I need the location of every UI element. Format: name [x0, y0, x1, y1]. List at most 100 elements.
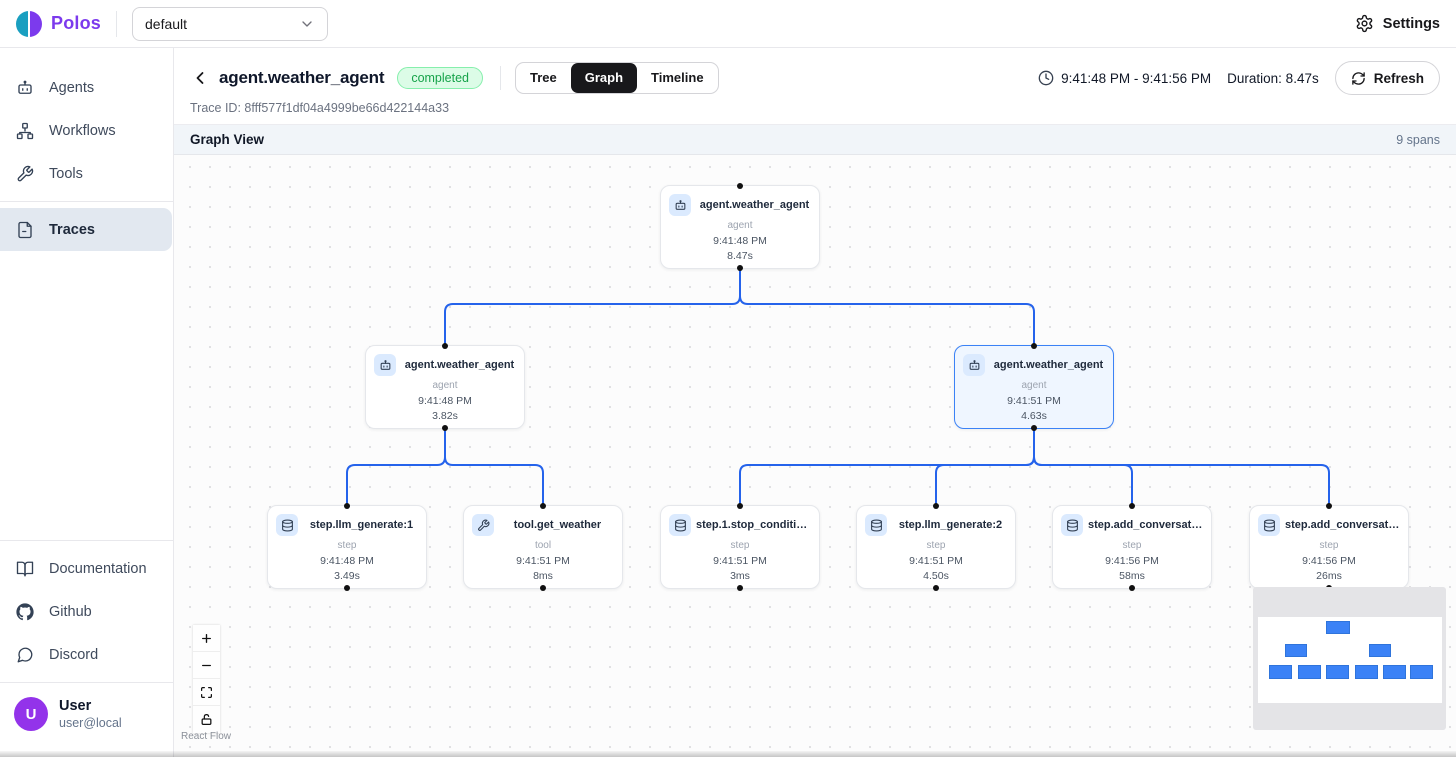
node-duration: 4.63s	[1021, 410, 1047, 422]
page-title: agent.weather_agent	[219, 68, 385, 87]
sidebar-item-label: Discord	[49, 646, 99, 663]
fit-view-button[interactable]	[193, 679, 220, 706]
graph-node-stop-condition[interactable]: step.1.stop_condition.... step 9:41:51 P…	[660, 505, 820, 589]
tab-tree[interactable]: Tree	[530, 70, 557, 85]
user-account-button[interactable]: U User user@local	[0, 682, 173, 757]
database-icon	[1258, 514, 1280, 536]
chevron-down-icon	[302, 20, 312, 27]
trace-file-icon	[18, 221, 32, 238]
minimap-node	[1410, 665, 1433, 679]
minimap-node	[1383, 665, 1406, 679]
graph-node-tool-get-weather[interactable]: tool.get_weather tool 9:41:51 PM 8ms	[463, 505, 623, 589]
node-time: 9:41:51 PM	[516, 555, 570, 567]
time-range-text: 9:41:48 PM - 9:41:56 PM	[1061, 70, 1212, 86]
workflow-icon	[16, 122, 34, 139]
node-time: 9:41:51 PM	[1007, 395, 1061, 407]
node-title: step.llm_generate:1	[309, 519, 414, 531]
settings-button[interactable]: Settings	[1355, 14, 1440, 33]
graph-node-root-agent[interactable]: agent.weather_agent agent 9:41:48 PM 8.4…	[660, 185, 820, 269]
graph-node-agent-2[interactable]: agent.weather_agent agent 9:41:48 PM 3.8…	[365, 345, 525, 429]
sidebar-item-documentation[interactable]: Documentation	[0, 547, 173, 590]
node-duration: 3ms	[730, 570, 750, 582]
refresh-button[interactable]: Refresh	[1334, 61, 1440, 95]
tab-timeline[interactable]: Timeline	[651, 70, 704, 85]
duration-text: Duration: 8.47s	[1227, 70, 1319, 86]
node-title: step.1.stop_condition....	[696, 519, 813, 531]
sidebar-item-agents[interactable]: Agents	[0, 66, 173, 109]
node-type: step	[1122, 540, 1142, 551]
robot-icon	[963, 354, 985, 376]
sidebar-item-workflows[interactable]: Workflows	[0, 109, 173, 152]
node-type: agent	[727, 220, 753, 231]
minimap-node	[1326, 665, 1349, 679]
user-name: User	[59, 698, 92, 714]
node-title: step.llm_generate:2	[898, 519, 1003, 531]
graph-node-agent-3-selected[interactable]: agent.weather_agent agent 9:41:51 PM 4.6…	[954, 345, 1114, 429]
polos-logo-icon	[16, 10, 42, 37]
sidebar-item-label: Documentation	[49, 560, 147, 577]
node-title: step.add_conversatio...	[1088, 519, 1205, 531]
topbar-divider	[116, 10, 118, 37]
sidebar-item-traces[interactable]: Traces	[0, 208, 172, 251]
node-title: tool.get_weather	[513, 519, 602, 531]
database-icon	[1061, 514, 1083, 536]
node-type: step	[926, 540, 946, 551]
sidebar-nav: Agents Workflows Tools Traces	[0, 48, 173, 251]
sidebar-divider	[0, 201, 173, 202]
sidebar-item-tools[interactable]: Tools	[0, 152, 173, 195]
node-title: step.add_conversatio...	[1285, 519, 1402, 531]
node-title: agent.weather_agent	[699, 199, 810, 211]
node-type: tool	[534, 540, 552, 551]
project-selector-dropdown[interactable]: default	[132, 6, 329, 41]
node-duration: 8.47s	[727, 250, 753, 262]
minimap-node	[1355, 665, 1378, 679]
sidebar-item-discord[interactable]: Discord	[0, 633, 173, 676]
node-duration: 4.50s	[923, 570, 949, 582]
node-time: 9:41:48 PM	[418, 395, 472, 407]
graph-node-llm-generate-2[interactable]: step.llm_generate:2 step 9:41:51 PM 4.50…	[856, 505, 1016, 589]
robot-icon	[374, 354, 396, 376]
robot-icon	[669, 194, 691, 216]
sidebar-item-github[interactable]: Github	[0, 590, 173, 633]
trace-id: Trace ID: 8fff577f1df04a4999be66d422144a…	[190, 101, 450, 115]
node-type: step	[730, 540, 750, 551]
time-range: 9:41:48 PM - 9:41:56 PM	[1038, 70, 1211, 86]
minimap-viewport	[1258, 617, 1442, 703]
node-time: 9:41:51 PM	[909, 555, 963, 567]
node-duration: 26ms	[1316, 570, 1342, 582]
minimap[interactable]	[1253, 587, 1446, 730]
gear-icon	[1356, 14, 1373, 33]
graph-node-add-conversation-2[interactable]: step.add_conversatio... step 9:41:56 PM …	[1249, 505, 1409, 589]
database-icon	[865, 514, 887, 536]
brand-name: Polos	[51, 13, 102, 33]
node-duration: 3.49s	[334, 570, 360, 582]
refresh-icon	[1351, 71, 1365, 85]
minimap-node	[1269, 665, 1292, 679]
node-title: agent.weather_agent	[993, 359, 1104, 371]
minimap-node	[1285, 644, 1307, 657]
wrench-icon	[472, 514, 494, 536]
robot-icon	[18, 80, 32, 94]
back-button[interactable]	[190, 68, 210, 88]
chat-bubble-icon	[17, 647, 33, 662]
lock-toggle-button[interactable]	[193, 706, 220, 733]
node-duration: 8ms	[533, 570, 553, 582]
zoom-out-button[interactable]	[193, 652, 220, 679]
status-badge: completed	[397, 67, 483, 89]
horizontal-scrollbar[interactable]	[0, 751, 1456, 757]
zoom-in-button[interactable]	[193, 625, 220, 652]
tab-graph[interactable]: Graph	[570, 63, 638, 93]
graph-node-add-conversation-1[interactable]: step.add_conversatio... step 9:41:56 PM …	[1052, 505, 1212, 589]
github-icon	[16, 602, 34, 620]
main-content: agent.weather_agent completed Tree Graph…	[174, 48, 1456, 757]
wrench-icon	[17, 165, 34, 181]
refresh-label: Refresh	[1373, 70, 1424, 86]
graph-canvas[interactable]: agent.weather_agent agent 9:41:48 PM 8.4…	[174, 155, 1456, 757]
sidebar-item-label: Tools	[49, 165, 83, 182]
node-time: 9:41:51 PM	[713, 555, 767, 567]
topbar: Polos default Settings	[0, 0, 1456, 48]
graph-node-llm-generate-1[interactable]: step.llm_generate:1 step 9:41:48 PM 3.49…	[267, 505, 427, 589]
node-duration: 3.82s	[432, 410, 458, 422]
sidebar-item-label: Workflows	[49, 122, 116, 139]
node-time: 9:41:48 PM	[320, 555, 374, 567]
